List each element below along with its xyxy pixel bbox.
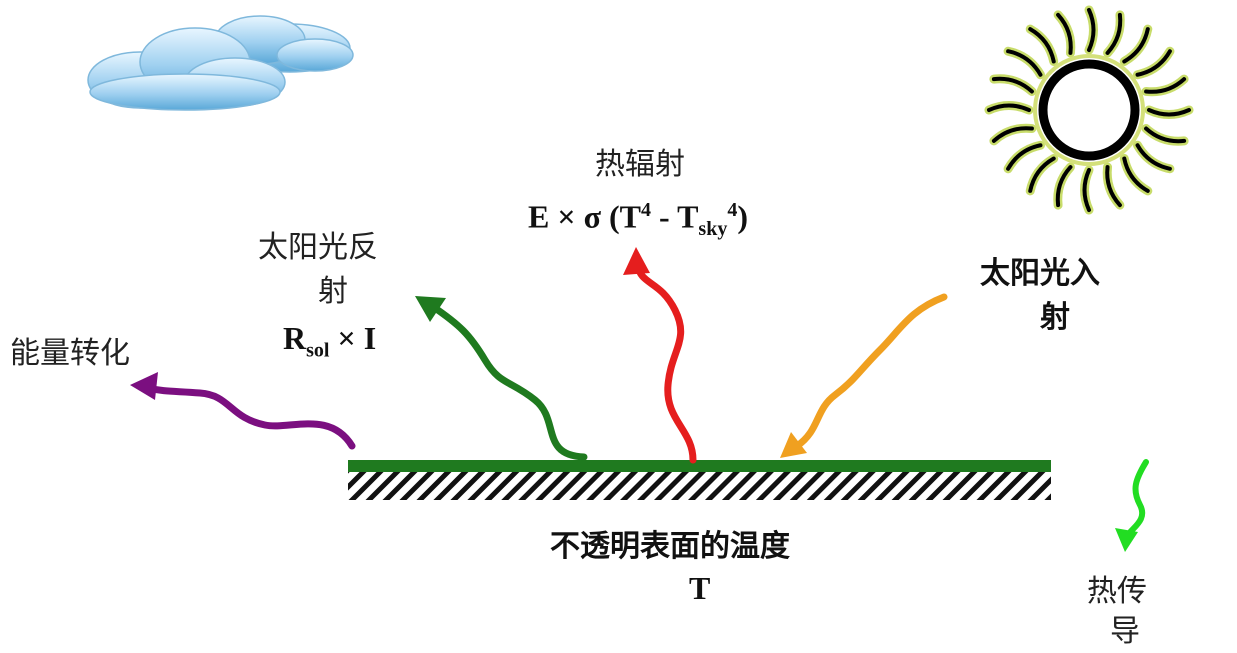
sun-ray (987, 103, 1031, 112)
radiation-formula-mid: - T (650, 198, 699, 235)
sun-ray (1122, 156, 1150, 193)
sun-ray (1133, 140, 1175, 174)
radiation-formula-tail: ) (737, 198, 748, 235)
heat-conduction-label-line2: 导 (1110, 614, 1140, 649)
energy-conversion-arrow (130, 372, 356, 450)
sun-ray (1003, 46, 1045, 80)
heat-conduction-label-line1: 热传 (1087, 574, 1147, 609)
radiation-formula-sub: sky (698, 218, 728, 241)
sun-ray (1105, 12, 1123, 55)
radiation-formula-sup2: 4 (727, 199, 738, 221)
sun-ray (1133, 46, 1175, 80)
solar-incident-arrow (780, 293, 948, 458)
sun-ray (1105, 165, 1122, 208)
solar-incident-label-line1: 太阳光入 (980, 256, 1100, 291)
solar-reflection-label-line1: 太阳光反 (258, 230, 378, 265)
sun-ray (1006, 143, 1043, 171)
reflection-formula: Rsol × I (283, 318, 376, 370)
thermal-radiation-label: 热辐射 (595, 147, 685, 182)
sun-ray (1025, 24, 1059, 66)
reflection-formula-rest: × I (337, 320, 377, 356)
sun-ray (1147, 108, 1191, 117)
sun-ray (1082, 168, 1091, 212)
sun-ray (1135, 143, 1172, 171)
reflection-formula-r: R (283, 320, 307, 356)
sun-ray (1055, 165, 1073, 208)
sun-ray (991, 76, 1034, 94)
sun-ray (1144, 126, 1187, 144)
thermal-radiation-arrow (623, 247, 697, 464)
opaque-surface (348, 460, 1051, 500)
solar-incident-label-line2: 射 (1040, 300, 1070, 335)
sun-ray (1122, 27, 1150, 64)
sun-ray (991, 126, 1034, 143)
radiation-formula-sup1: 4 (640, 199, 651, 221)
solar-reflection-arrow (415, 296, 588, 461)
radiation-formula: E × σ (T4 - Tsky4) (528, 190, 748, 249)
reflection-formula-sub: sol (306, 339, 330, 362)
sun-ray (1087, 8, 1096, 52)
sun-ray (1028, 156, 1056, 193)
sun-ray (1119, 24, 1153, 66)
sun-icon (984, 5, 1194, 215)
surface-temperature-label: 不透明表面的温度 (550, 529, 790, 564)
solar-reflection-label-line2: 射 (318, 274, 348, 309)
sun-ray (1056, 12, 1073, 55)
energy-conversion-label: 能量转化 (10, 336, 130, 371)
sun-ray (1119, 154, 1153, 196)
sun-ray (1025, 154, 1059, 196)
cloud-icon (87, 15, 354, 111)
surface-temperature-symbol: T (689, 570, 711, 606)
sun-ray (1006, 49, 1043, 77)
sun-ray (1135, 49, 1172, 77)
heat-conduction-arrow (1115, 459, 1149, 552)
sun-ray (1144, 77, 1187, 94)
radiation-formula-lead: E × σ (T (528, 198, 641, 235)
sun-ray (1028, 27, 1056, 64)
sun-ray (1003, 140, 1045, 174)
